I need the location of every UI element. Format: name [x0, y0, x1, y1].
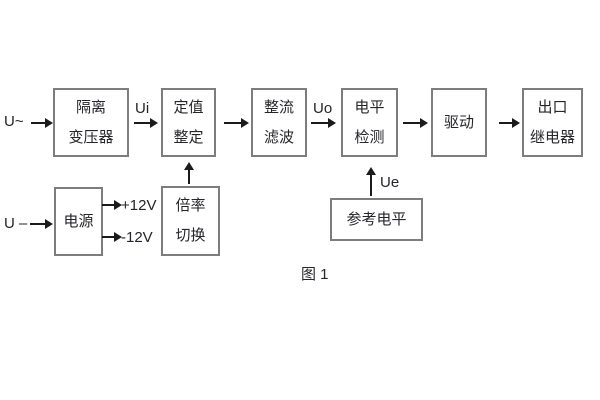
arrow-reference-to-level-icon: [366, 167, 376, 196]
arrow-power-plus12v-icon: [102, 200, 122, 210]
block-level-detect: 电平 检测: [341, 88, 398, 157]
arrow-ratio-to-setting-icon: [184, 162, 194, 184]
block-isolation-transformer: 隔离 变压器: [53, 88, 129, 157]
block-output-relay: 出口 继电器: [522, 88, 583, 157]
block-label: 出口: [537, 98, 568, 116]
signal-label-plus-12v: +12V: [121, 197, 157, 214]
block-label: 电平: [354, 98, 385, 116]
block-label: 驱动: [443, 113, 474, 131]
block-label: 整定: [173, 128, 204, 146]
block-power-supply: 电源: [54, 187, 103, 256]
block-label: 参考电平: [346, 210, 407, 228]
signal-label-ue: Ue: [380, 174, 400, 191]
arrow-input-ac-to-isolation-icon: [31, 118, 53, 128]
block-label: 检测: [354, 128, 385, 146]
signal-label-input-ac: U~: [4, 113, 24, 130]
arrow-driver-to-relay-icon: [499, 118, 520, 128]
block-label: 隔离: [75, 98, 106, 116]
arrow-level-to-driver-icon: [403, 118, 428, 128]
block-label: 电源: [63, 212, 94, 230]
block-label: 定值: [173, 98, 204, 116]
block-label: 整流: [263, 98, 294, 116]
block-setting-adjust: 定值 整定: [161, 88, 216, 157]
block-rectifier-filter: 整流 滤波: [251, 88, 307, 157]
arrow-isolation-to-setting-icon: [134, 118, 158, 128]
block-ratio-switch: 倍率 切换: [161, 186, 220, 256]
signal-label-input-dc: U –: [4, 215, 28, 232]
block-reference-level: 参考电平: [330, 198, 423, 241]
arrow-power-minus12v-icon: [102, 232, 122, 242]
arrow-rectifier-to-level-icon: [311, 118, 336, 128]
block-label: 继电器: [529, 128, 575, 146]
block-label: 变压器: [68, 128, 114, 146]
block-label: 滤波: [263, 128, 294, 146]
figure-caption: 图 1: [301, 266, 329, 283]
arrow-input-to-power-icon: [30, 219, 53, 229]
signal-label-uo: Uo: [313, 100, 333, 117]
block-driver: 驱动: [431, 88, 487, 157]
block-label: 切换: [175, 227, 206, 244]
arrow-setting-to-rectifier-icon: [224, 118, 249, 128]
block-label: 倍率: [175, 197, 206, 214]
signal-label-minus-12v: -12V: [121, 229, 153, 246]
signal-label-ui: Ui: [135, 100, 150, 117]
